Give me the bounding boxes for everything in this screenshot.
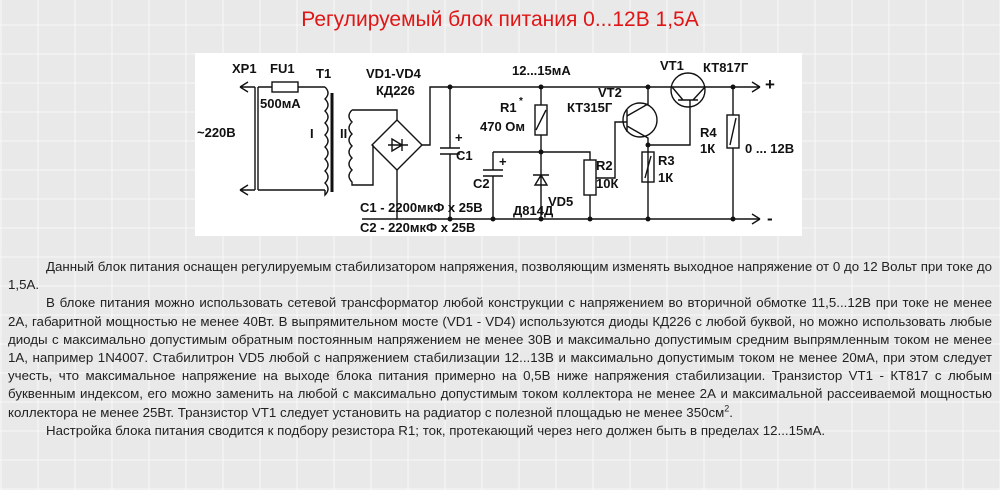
label-xp1: XP1 (232, 61, 257, 76)
label-c1-plus: + (455, 130, 463, 145)
label-vd5: VD5 (548, 194, 573, 209)
label-r3-value: 1К (658, 170, 673, 185)
circuit-schematic: XP1 FU1 500мА T1 ~220В I II VD1-VD4 КД22… (195, 53, 802, 236)
article-text: Данный блок питания оснащен регулируемым… (8, 258, 992, 440)
label-vt1: VT1 (660, 58, 684, 73)
superscript: 2 (724, 403, 730, 414)
label-r2: R2 (596, 158, 613, 173)
paragraph-setup: Настройка блока питания сводится к подбо… (46, 422, 826, 438)
label-r1-value: 470 Ом (480, 119, 525, 134)
label-r2-value: 10К (596, 176, 618, 191)
label-fu1: FU1 (270, 61, 295, 76)
label-minus: - (767, 209, 773, 228)
label-current: 12...15мА (512, 63, 571, 78)
junction-dots (447, 84, 736, 222)
paragraph-components-text: В блоке питания можно использовать сетев… (8, 295, 992, 420)
label-vd5-type: Д814Д (513, 203, 554, 218)
label-r4-value: 1К (700, 141, 715, 156)
label-c2: C2 (473, 176, 490, 191)
wires (239, 72, 761, 225)
label-mains: ~220В (197, 125, 236, 140)
label-c1-spec: C1 - 2200мкФ x 25В (360, 200, 483, 215)
label-r1-star: * (519, 96, 523, 107)
label-r4: R4 (700, 125, 717, 140)
label-r1: R1 (500, 100, 517, 115)
label-output: 0 ... 12В (745, 141, 794, 156)
label-winding-2: II (340, 126, 347, 141)
label-bridge: VD1-VD4 (366, 66, 422, 81)
label-c2-spec: C2 - 220мкФ x 25В (360, 220, 475, 235)
label-vt2: VT2 (598, 85, 622, 100)
label-plus: + (765, 75, 775, 94)
label-bridge-type: КД226 (376, 83, 415, 98)
label-t1: T1 (316, 66, 331, 81)
paragraph-end: . (729, 404, 733, 420)
schematic-background (195, 53, 802, 236)
label-winding-1: I (310, 126, 314, 141)
label-vt1-type: КТ817Г (703, 60, 749, 75)
paragraph-components: В блоке питания можно использовать сетев… (8, 294, 992, 421)
label-r3: R3 (658, 153, 675, 168)
paragraph-intro: Данный блок питания оснащен регулируемым… (8, 259, 992, 293)
label-vt2-type: КТ315Г (567, 100, 613, 115)
page-title: Регулируемый блок питания 0...12В 1,5А (301, 8, 699, 31)
label-fu1-value: 500мА (260, 96, 301, 111)
label-c2-plus: + (499, 154, 507, 169)
label-c1: C1 (456, 148, 473, 163)
